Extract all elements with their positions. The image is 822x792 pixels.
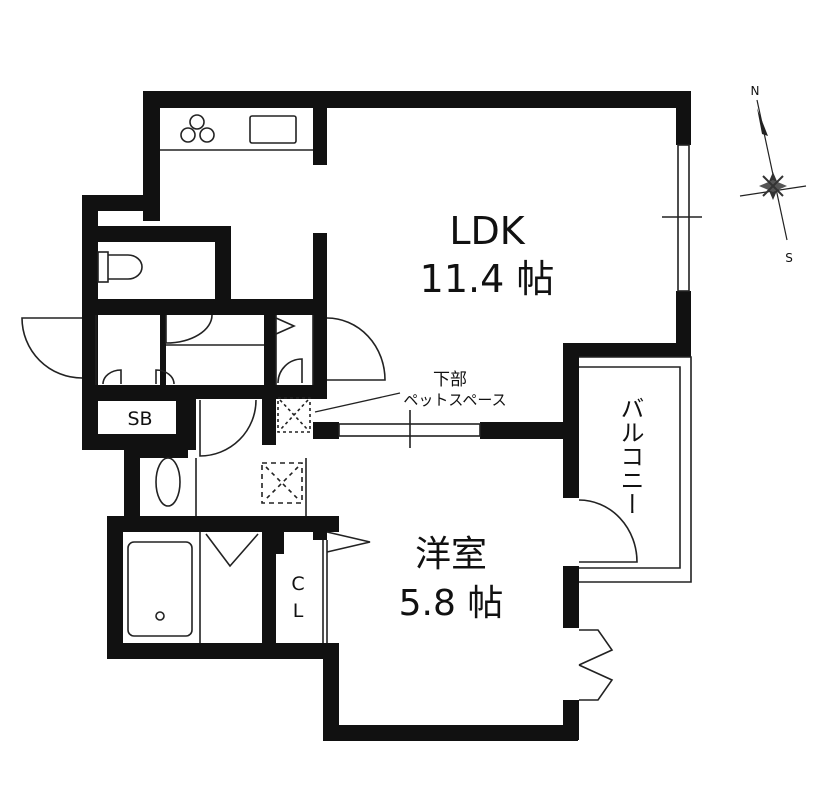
thin-lines bbox=[95, 144, 702, 643]
doors bbox=[21, 314, 638, 701]
compass-icon: N S bbox=[739, 84, 807, 265]
bath-door-icon bbox=[205, 533, 259, 568]
hall-door-icon bbox=[275, 317, 296, 335]
burner-icon bbox=[189, 114, 205, 130]
annotation-line2: ペットスペース bbox=[403, 391, 506, 409]
bedroom-window-icon bbox=[578, 629, 614, 701]
burner-icon bbox=[199, 127, 215, 143]
balcony-label: バルコニー bbox=[616, 396, 644, 516]
shoe-box-label: SB bbox=[127, 408, 152, 430]
compass-south: S bbox=[785, 251, 793, 265]
wash-basin-icon bbox=[155, 457, 181, 507]
compass-north: N bbox=[751, 84, 760, 98]
walls bbox=[82, 91, 691, 741]
kitchen-sink-icon bbox=[249, 115, 297, 144]
washing-machine-icon bbox=[261, 462, 303, 504]
closet-door-icon bbox=[326, 531, 371, 553]
ldk-door-icon bbox=[326, 317, 386, 381]
ldk-label: LDK bbox=[449, 209, 525, 253]
bedroom-area-label: 5.8 帖 bbox=[399, 583, 504, 624]
bathtub-icon bbox=[127, 541, 193, 637]
burner-icon bbox=[180, 127, 196, 143]
sb-door-icon bbox=[102, 369, 175, 385]
ldk-area-label: 11.4 帖 bbox=[420, 257, 555, 301]
entrance-door-icon bbox=[21, 317, 83, 379]
toilet-bowl-icon bbox=[108, 254, 143, 280]
washroom-door-icon bbox=[199, 399, 257, 457]
pet-space-icon bbox=[277, 397, 311, 433]
toilet-tank-icon bbox=[97, 251, 109, 283]
closet-label-l: L bbox=[293, 600, 304, 622]
small-door-icon bbox=[277, 358, 303, 384]
annotation-leader bbox=[314, 392, 401, 413]
closet-label-c: C bbox=[291, 573, 304, 595]
bath-drain-icon bbox=[155, 611, 165, 621]
bedroom-label: 洋室 bbox=[415, 534, 487, 575]
fixtures bbox=[97, 114, 311, 637]
toilet-door-icon bbox=[165, 314, 213, 344]
balcony-door-icon bbox=[578, 499, 638, 563]
annotation-line1: 下部 bbox=[433, 370, 467, 390]
